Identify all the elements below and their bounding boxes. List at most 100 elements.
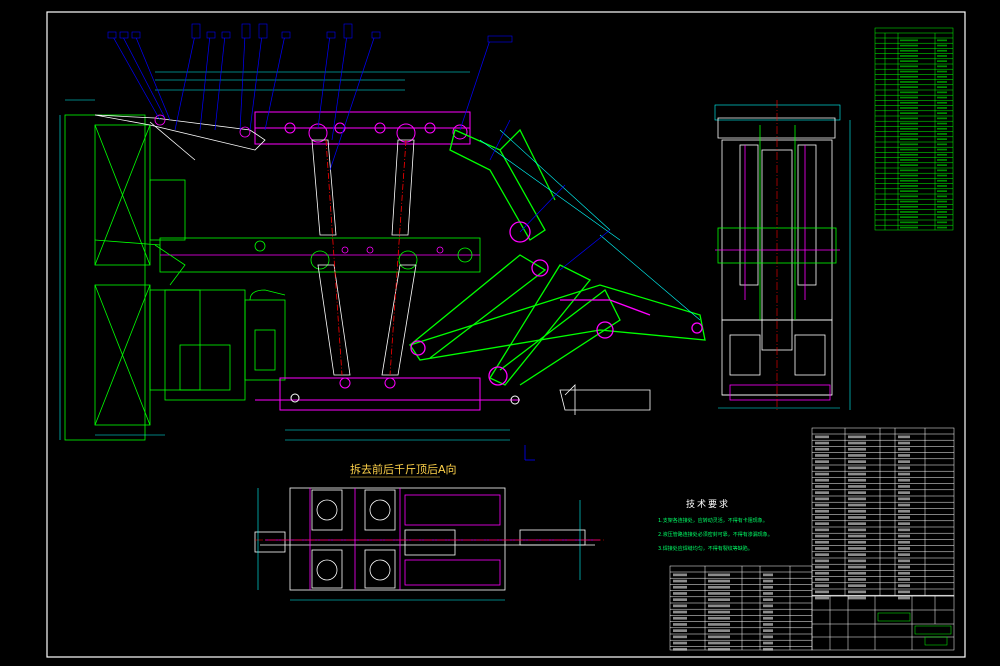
drawing-frame — [46, 11, 966, 658]
table-cell-mark — [848, 478, 866, 482]
table-cell-mark — [937, 226, 947, 229]
table-cell-mark — [898, 441, 910, 445]
table-cell-mark — [673, 579, 687, 583]
table-cell-mark — [900, 55, 918, 57]
table-cell-mark — [900, 60, 918, 62]
rear-connector — [559, 384, 651, 415]
face-guard — [64, 114, 201, 441]
table-cell-mark — [900, 179, 918, 182]
table-cell-mark — [900, 133, 918, 135]
table-cell-mark — [937, 70, 947, 73]
title-block — [811, 595, 955, 651]
table-cell-mark — [937, 122, 947, 125]
table-cell-mark — [900, 226, 918, 229]
table-cell-mark — [898, 596, 910, 600]
table-cell-mark — [815, 460, 829, 463]
canopy-beam — [254, 111, 471, 145]
table-cell-mark — [937, 174, 947, 177]
table-cell-mark — [848, 578, 866, 581]
table-cell-mark — [763, 635, 773, 639]
table-cell-mark — [763, 604, 773, 608]
table-cell-mark — [673, 616, 687, 620]
table-cell-mark — [673, 629, 687, 632]
table-cell-mark — [900, 39, 918, 42]
table-cell-mark — [937, 159, 947, 161]
table-cell-mark — [937, 143, 947, 146]
table-cell-mark — [763, 629, 773, 632]
table-cell-mark — [900, 70, 918, 73]
table-cell-mark — [937, 96, 947, 99]
table-cell-mark — [898, 435, 910, 439]
table-cell-mark — [900, 81, 918, 83]
table-cell-mark — [815, 553, 829, 556]
table-cell-mark — [898, 466, 910, 470]
table-cell-mark — [937, 185, 947, 187]
table-cell-mark — [848, 497, 866, 501]
table-cell-mark — [815, 509, 829, 513]
table-cell-mark — [937, 205, 947, 208]
table-cell-mark — [900, 195, 918, 198]
table-cell-mark — [937, 169, 947, 172]
table-cell-mark — [848, 522, 866, 525]
table-cell-mark — [900, 107, 918, 109]
table-cell-mark — [937, 179, 947, 182]
table-cell-mark — [815, 472, 829, 476]
table-cell-mark — [848, 503, 866, 507]
table-cell-mark — [708, 635, 730, 639]
table-cell-mark — [815, 528, 829, 532]
table-cell-mark — [848, 596, 866, 600]
note-line-1: 1.支架各连接处，应转动灵活，不得有卡阻现象。 — [658, 517, 768, 524]
table-cell-mark — [815, 584, 829, 587]
table-cell-mark — [815, 565, 829, 569]
cantilever-arm — [94, 114, 266, 161]
table-cell-mark — [708, 598, 730, 601]
table-cell-mark — [815, 466, 829, 470]
table-cell-mark — [898, 584, 910, 587]
table-cell-mark — [900, 112, 918, 114]
table-cell-mark — [848, 540, 866, 544]
leader-lines — [111, 34, 611, 271]
table-cell-mark — [815, 534, 829, 538]
table-cell-mark — [898, 590, 910, 594]
table-cell-mark — [937, 91, 947, 94]
a-view: 拆去前后千斤顶后A向 — [254, 462, 605, 601]
table-cell-mark — [848, 565, 866, 569]
table-cell-mark — [815, 491, 829, 494]
table-cell-mark — [763, 592, 773, 595]
table-cell-mark — [848, 553, 866, 556]
table-cell-mark — [898, 559, 910, 563]
table-cell-mark — [900, 205, 918, 208]
table-cell-mark — [708, 592, 730, 595]
table-cell-mark — [937, 101, 947, 104]
table-cell-mark — [898, 534, 910, 538]
table-cell-mark — [763, 573, 773, 577]
table-cell-mark — [937, 60, 947, 62]
table-cell-mark — [900, 200, 918, 203]
table-cell-mark — [937, 75, 947, 78]
table-cell-mark — [848, 590, 866, 594]
middle-beam — [94, 237, 481, 286]
table-cell-mark — [815, 596, 829, 600]
table-cell-mark — [900, 153, 918, 156]
table-cell-mark — [937, 65, 947, 68]
table-cell-mark — [898, 491, 910, 494]
note-line-3: 3.焊接处应焊缝均匀，不得有裂纹等缺陷。 — [658, 545, 753, 552]
table-cell-mark — [898, 485, 910, 488]
table-cell-mark — [937, 221, 947, 224]
table-cell-mark — [815, 447, 829, 451]
hydraulic-legs — [311, 139, 417, 376]
table-cell-mark — [815, 559, 829, 563]
table-cell-mark — [763, 623, 773, 626]
table-cell-mark — [708, 641, 730, 645]
table-cell-mark — [708, 579, 730, 583]
table-cell-mark — [937, 49, 947, 52]
table-cell-mark — [937, 200, 947, 203]
table-cell-mark — [708, 573, 730, 577]
table-cell-mark — [900, 169, 918, 172]
table-cell-mark — [763, 616, 773, 620]
table-cell-mark — [900, 122, 918, 125]
table-cell-mark — [937, 127, 947, 130]
table-cell-mark — [673, 641, 687, 645]
table-cell-mark — [708, 629, 730, 632]
table-cell-mark — [815, 485, 829, 488]
